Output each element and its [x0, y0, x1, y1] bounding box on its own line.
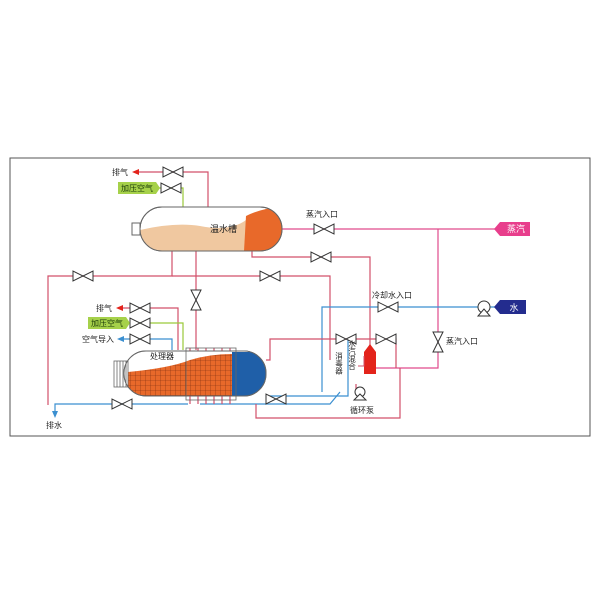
water-source-label: 水 [509, 302, 518, 314]
pressurized-air-tag-top: 加压空气 [118, 182, 160, 194]
valve-icon[interactable] [129, 302, 151, 314]
steam-source-label: 蒸汽 [507, 223, 525, 235]
labels: 排气 温水槽 蒸汽入口 排气 空气导入 处理器 冷却水入口 蒸汽入口 循环泵 排… [46, 167, 478, 430]
valve-icon[interactable] [129, 317, 151, 329]
valve-icon[interactable] [265, 393, 287, 405]
valve-icon[interactable] [310, 251, 332, 263]
drain-label: 排水 [46, 420, 62, 430]
steam-inlet-top-label: 蒸汽入口 [306, 209, 338, 219]
valve-icon[interactable] [129, 333, 151, 345]
warm-water-tank [131, 206, 283, 252]
pipes [47, 171, 505, 419]
exhaust-arrow-icon [132, 169, 139, 175]
air-arrow-icon [117, 336, 124, 342]
valve-icon[interactable] [313, 223, 335, 235]
valve-icon[interactable] [335, 333, 357, 345]
valve-icon[interactable] [160, 182, 182, 194]
drain-arrow-icon [52, 411, 58, 418]
cooling-water-inlet-label: 冷却水入口 [372, 290, 412, 300]
valve-icon[interactable] [259, 270, 281, 282]
pressurized-air-mid-label: 加压空气 [91, 318, 123, 328]
water-source-tag: 水 [494, 300, 526, 314]
valve-icon[interactable] [375, 333, 397, 345]
valve-icon[interactable] [72, 270, 94, 282]
pressurized-air-top-label: 加压空气 [121, 183, 153, 193]
pressurized-air-tag-mid: 加压空气 [88, 317, 130, 329]
valve-icon[interactable] [190, 289, 202, 311]
disinfector-label: 消毒器 [334, 351, 343, 376]
diagram-frame [9, 157, 591, 437]
warm-water-tank-label: 温水槽 [210, 223, 237, 235]
steam-inlet-right-label: 蒸汽入口 [446, 336, 478, 346]
exhaust-top-label: 排气 [112, 167, 128, 177]
circulation-pump-icon[interactable] [352, 386, 368, 401]
steam-source-tag: 蒸汽 [494, 222, 530, 236]
processor-tank [113, 347, 267, 401]
water-steam-mix-label: 水汽混合 [347, 339, 356, 372]
circulation-pump-label: 循环泵 [350, 405, 374, 415]
exhaust-arrow-icon [116, 305, 123, 311]
exhaust-mid-label: 排气 [96, 303, 112, 313]
valve-icon[interactable] [377, 301, 399, 313]
water-steam-mixer [358, 344, 376, 374]
valves [72, 166, 444, 410]
valve-icon[interactable] [111, 398, 133, 410]
valve-icon[interactable] [162, 166, 184, 178]
valve-icon[interactable] [432, 331, 444, 353]
processor-label: 处理器 [150, 351, 174, 361]
air-inlet-label: 空气导入 [82, 334, 114, 344]
arrow-icons [52, 169, 139, 418]
water-pump-icon[interactable] [476, 300, 492, 317]
